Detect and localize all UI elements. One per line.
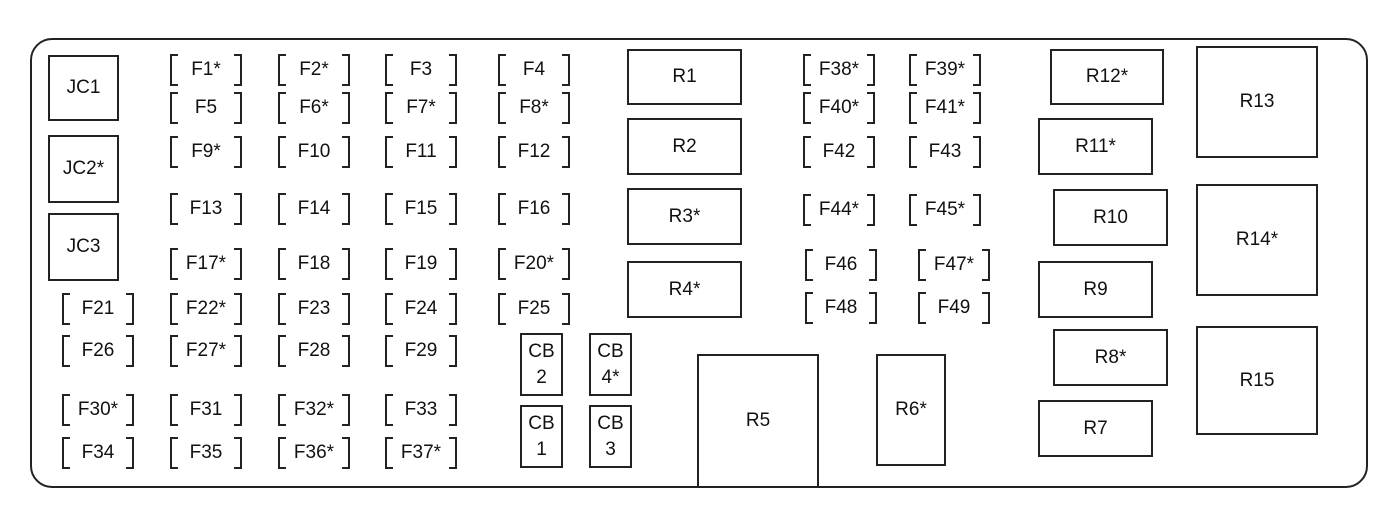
fuse-f13: F13 xyxy=(170,193,242,225)
junction-block-jc1: JC1 xyxy=(48,55,119,121)
fuse-f3: F3 xyxy=(385,54,457,86)
circuit-breaker-cb4: CB 4* xyxy=(589,333,632,396)
fuse-f30: F30* xyxy=(62,394,134,426)
junction-block-jc3: JC3 xyxy=(48,213,119,281)
fuse-f9: F9* xyxy=(170,136,242,168)
relay-r6: R6* xyxy=(876,354,946,466)
relay-r1: R1 xyxy=(627,49,742,105)
circuit-breaker-cb3: CB 3 xyxy=(589,405,632,468)
fuse-f23: F23 xyxy=(278,293,350,325)
relay-r3: R3* xyxy=(627,188,742,245)
relay-r11: R11* xyxy=(1038,118,1153,175)
fuse-f11: F11 xyxy=(385,136,457,168)
fuse-f33: F33 xyxy=(385,394,457,426)
fuse-f45: F45* xyxy=(909,194,981,226)
fuse-f40: F40* xyxy=(803,92,875,124)
fuse-f49: F49 xyxy=(918,292,990,324)
fuse-f14: F14 xyxy=(278,193,350,225)
fuse-f5: F5 xyxy=(170,92,242,124)
fuse-f32: F32* xyxy=(278,394,350,426)
junction-block-jc2: JC2* xyxy=(48,135,119,203)
fuse-f24: F24 xyxy=(385,293,457,325)
fuse-f21: F21 xyxy=(62,293,134,325)
relay-r14: R14* xyxy=(1196,184,1318,296)
fuse-f10: F10 xyxy=(278,136,350,168)
fuse-f36: F36* xyxy=(278,437,350,469)
relay-r7: R7 xyxy=(1038,400,1153,457)
circuit-breaker-cb1: CB 1 xyxy=(520,405,563,468)
fuse-f1: F1* xyxy=(170,54,242,86)
fuse-f25: F25 xyxy=(498,293,570,325)
fuse-f38: F38* xyxy=(803,54,875,86)
fuse-f35: F35 xyxy=(170,437,242,469)
relay-r8: R8* xyxy=(1053,329,1168,386)
fuse-f46: F46 xyxy=(805,249,877,281)
relay-r4: R4* xyxy=(627,261,742,318)
fuse-f22: F22* xyxy=(170,293,242,325)
fuse-f42: F42 xyxy=(803,136,875,168)
fuse-f7: F7* xyxy=(385,92,457,124)
relay-r15: R15 xyxy=(1196,326,1318,435)
fuse-f8: F8* xyxy=(498,92,570,124)
fuse-f27: F27* xyxy=(170,335,242,367)
circuit-breaker-cb2: CB 2 xyxy=(520,333,563,396)
fuse-f26: F26 xyxy=(62,335,134,367)
fuse-f20: F20* xyxy=(498,248,570,280)
fuse-f16: F16 xyxy=(498,193,570,225)
fuse-f43: F43 xyxy=(909,136,981,168)
fuse-f48: F48 xyxy=(805,292,877,324)
fuse-f2: F2* xyxy=(278,54,350,86)
fuse-f12: F12 xyxy=(498,136,570,168)
fuse-f47: F47* xyxy=(918,249,990,281)
fuse-f29: F29 xyxy=(385,335,457,367)
relay-r13: R13 xyxy=(1196,46,1318,158)
relay-r12: R12* xyxy=(1050,49,1164,105)
fuse-f18: F18 xyxy=(278,248,350,280)
fuse-f17: F17* xyxy=(170,248,242,280)
fuse-f19: F19 xyxy=(385,248,457,280)
fuse-f15: F15 xyxy=(385,193,457,225)
fuse-f6: F6* xyxy=(278,92,350,124)
fuse-f28: F28 xyxy=(278,335,350,367)
fuse-f37: F37* xyxy=(385,437,457,469)
relay-r10: R10 xyxy=(1053,189,1168,246)
relay-r2: R2 xyxy=(627,118,742,175)
relay-r9: R9 xyxy=(1038,261,1153,318)
relay-r5: R5 xyxy=(697,354,819,488)
fuse-f39: F39* xyxy=(909,54,981,86)
fuse-f4: F4 xyxy=(498,54,570,86)
fuse-f44: F44* xyxy=(803,194,875,226)
fuse-f34: F34 xyxy=(62,437,134,469)
fuse-f41: F41* xyxy=(909,92,981,124)
fuse-f31: F31 xyxy=(170,394,242,426)
